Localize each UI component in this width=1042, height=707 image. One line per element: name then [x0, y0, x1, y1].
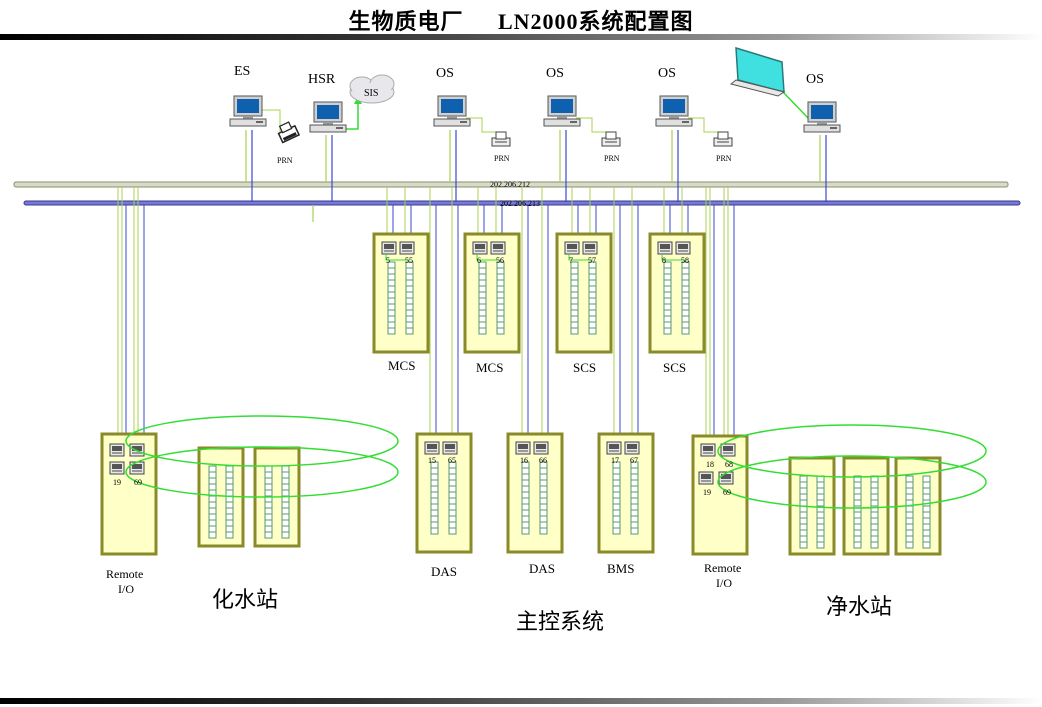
area-right: 净水站: [826, 595, 893, 620]
mcs1-node-b: 55: [405, 256, 413, 265]
area-center: 主控系统: [516, 610, 605, 635]
os2-printer-icon: [601, 131, 621, 147]
label-remote-left: Remote: [106, 567, 144, 581]
label-scs-2: SCS: [663, 360, 687, 375]
label-os-3: OS: [658, 66, 676, 81]
scs1-node-b: 57: [588, 256, 596, 265]
cabinet-das-1[interactable]: [415, 432, 473, 554]
label-scs-1: SCS: [573, 360, 597, 375]
label-remote-right: Remote: [704, 561, 742, 575]
das2-node-a: 16: [520, 456, 528, 465]
os3-printer-icon: [713, 131, 733, 147]
label-network-b: 202.206.213: [500, 199, 540, 208]
ring-right-lower: [717, 455, 987, 509]
os2-computer-icon[interactable]: [543, 95, 581, 127]
ring-left-upper: [125, 415, 399, 467]
cabinet-bms[interactable]: [597, 432, 655, 554]
page-title: 生物质电厂 LN2000系统配置图: [0, 4, 1042, 36]
ring-right-upper: [717, 424, 987, 478]
cabinet-scs-2[interactable]: [648, 232, 706, 354]
mcs1-node-a: 5: [386, 256, 390, 265]
remote-right-node-c: 18: [706, 460, 714, 469]
label-prn-1: PRN: [494, 154, 510, 163]
label-network-a: 202.206.212: [490, 180, 530, 189]
label-mcs-1: MCS: [388, 358, 416, 373]
top-divider: [0, 34, 1042, 40]
label-remote-right-io: I/O: [716, 576, 732, 590]
os3-computer-icon[interactable]: [655, 95, 693, 127]
mcs2-node-a: 6: [477, 256, 481, 265]
network-bus-a: [13, 181, 1009, 188]
area-left: 化水站: [212, 588, 279, 613]
label-sis: SIS: [364, 88, 379, 99]
label-os-1: OS: [436, 66, 454, 81]
remote-right-node-a: 19: [703, 488, 711, 497]
scs2-node-a: 8: [662, 256, 666, 265]
os1-printer-icon: [491, 131, 511, 147]
label-prn-3: PRN: [716, 154, 732, 163]
das1-node-a: 15: [428, 456, 436, 465]
remote-right-node-d: 68: [725, 460, 733, 469]
label-os-4: OS: [806, 72, 824, 87]
station-links: [245, 91, 827, 222]
cabinet-das-2[interactable]: [506, 432, 564, 554]
remote-io-right[interactable]: [691, 434, 749, 556]
ring-left-lower: [125, 446, 399, 498]
os1-computer-icon[interactable]: [433, 95, 471, 127]
bms-node-b: 67: [630, 456, 638, 465]
label-prn-2: PRN: [604, 154, 620, 163]
label-remote-left-io: I/O: [118, 582, 134, 596]
label-bms: BMS: [607, 561, 635, 576]
title-main: 生物质电厂: [348, 9, 464, 34]
label-os-2: OS: [546, 66, 564, 81]
scs1-node-a: 7: [569, 256, 573, 265]
cabinet-scs-1[interactable]: [555, 232, 613, 354]
mcs2-node-b: 56: [496, 256, 504, 265]
cabinet-mcs-2[interactable]: [463, 232, 521, 354]
es-printer-icon: [277, 121, 301, 144]
os4-computer-icon[interactable]: [803, 101, 841, 133]
das1-node-b: 65: [448, 456, 456, 465]
large-display-icon: [729, 46, 786, 97]
bottom-divider: [0, 698, 1042, 704]
title-sub: LN2000系统配置图: [497, 9, 694, 34]
remote-left-node-a: 19: [113, 478, 121, 487]
label-das-1: DAS: [431, 564, 458, 579]
bms-node-a: 17: [611, 456, 619, 465]
label-hsr: HSR: [308, 72, 336, 87]
sis-cloud-icon: [349, 74, 395, 104]
remote-io-right-rack-2: [842, 456, 890, 556]
cabinet-mcs-1[interactable]: [372, 232, 430, 354]
label-prn-es: PRN: [277, 156, 293, 165]
remote-io-left[interactable]: [100, 432, 158, 556]
label-mcs-2: MCS: [476, 360, 504, 375]
hsr-computer-icon[interactable]: [309, 101, 347, 133]
es-computer-icon[interactable]: [229, 95, 267, 127]
remote-left-node-b: 69: [134, 478, 142, 487]
label-es: ES: [234, 64, 251, 79]
scs2-node-b: 58: [681, 256, 689, 265]
das2-node-b: 66: [539, 456, 547, 465]
remote-right-node-b: 69: [723, 488, 731, 497]
label-das-2: DAS: [529, 561, 556, 576]
